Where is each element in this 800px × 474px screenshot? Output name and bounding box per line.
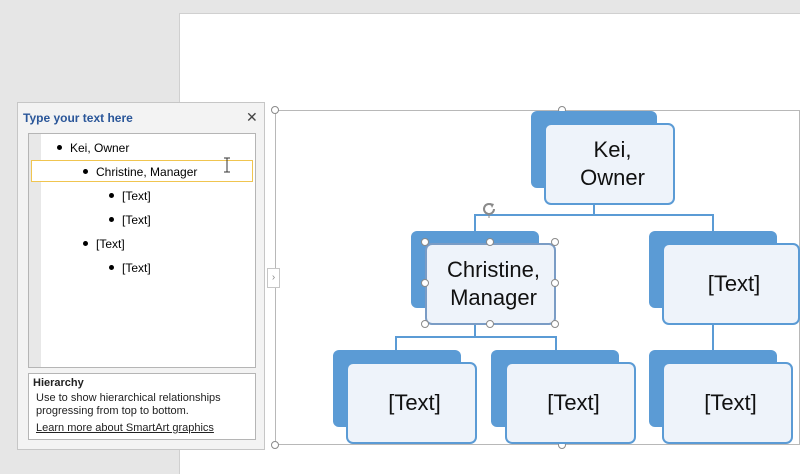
bullet-icon bbox=[83, 169, 88, 175]
mid-right-node[interactable]: [Text] bbox=[662, 243, 800, 325]
list-item[interactable]: [Text] bbox=[109, 258, 151, 278]
top-node[interactable]: Kei, Owner bbox=[544, 123, 675, 205]
layout-name: Hierarchy bbox=[33, 377, 84, 389]
connector-mid-right-vertical bbox=[712, 214, 714, 232]
text-pane-editor[interactable]: Kei, Owner Christine, Manager [Text] [Te… bbox=[28, 133, 256, 368]
shape-handle-br[interactable] bbox=[551, 320, 559, 328]
list-item-selected[interactable]: Christine, Manager bbox=[83, 162, 197, 182]
bullet-icon bbox=[57, 145, 62, 151]
connector-mid-horizontal bbox=[474, 214, 714, 216]
rotate-handle-icon[interactable] bbox=[480, 200, 498, 218]
bottom-node-3[interactable]: [Text] bbox=[662, 362, 793, 444]
chevron-right-icon[interactable]: › bbox=[267, 268, 280, 288]
connector-bottom-1-vertical bbox=[395, 336, 397, 350]
connector-bottom-horizontal bbox=[395, 336, 557, 338]
bottom-node-1[interactable]: [Text] bbox=[346, 362, 477, 444]
mid-left-node[interactable]: Christine, Manager bbox=[425, 243, 556, 325]
frame-handle-top-left[interactable] bbox=[271, 106, 279, 114]
shape-handle-tc[interactable] bbox=[486, 238, 494, 246]
shape-handle-tl[interactable] bbox=[421, 238, 429, 246]
editor-gutter bbox=[29, 134, 41, 367]
shape-handle-bc[interactable] bbox=[486, 320, 494, 328]
text-cursor-icon bbox=[223, 157, 231, 176]
list-item[interactable]: [Text] bbox=[83, 234, 125, 254]
frame-handle-bottom-left[interactable] bbox=[271, 441, 279, 449]
pane-title: Type your text here bbox=[23, 111, 133, 125]
list-item[interactable]: [Text] bbox=[109, 210, 151, 230]
layout-description: Use to show hierarchical relationships p… bbox=[36, 392, 221, 417]
selected-line-highlight bbox=[31, 160, 253, 182]
connector-top-vertical bbox=[593, 204, 595, 216]
shape-handle-mr[interactable] bbox=[551, 279, 559, 287]
connector-mid-left-vertical bbox=[474, 214, 476, 232]
connector-left-down bbox=[474, 324, 476, 338]
layout-info-box: Hierarchy Use to show hierarchical relat… bbox=[28, 373, 256, 440]
bullet-icon bbox=[83, 241, 88, 247]
bullet-icon bbox=[109, 265, 114, 271]
shape-handle-ml[interactable] bbox=[421, 279, 429, 287]
bottom-node-2[interactable]: [Text] bbox=[505, 362, 636, 444]
connector-bottom-2-vertical bbox=[555, 336, 557, 350]
list-item[interactable]: [Text] bbox=[109, 186, 151, 206]
close-icon[interactable]: ✕ bbox=[246, 109, 258, 125]
smartart-text-pane: Type your text here ✕ Kei, Owner Christi… bbox=[17, 102, 265, 450]
bullet-icon bbox=[109, 217, 114, 223]
shape-handle-bl[interactable] bbox=[421, 320, 429, 328]
connector-right-down bbox=[712, 324, 714, 350]
list-item[interactable]: Kei, Owner bbox=[57, 138, 129, 158]
shape-handle-tr[interactable] bbox=[551, 238, 559, 246]
bullet-icon bbox=[109, 193, 114, 199]
learn-more-link[interactable]: Learn more about SmartArt graphics bbox=[36, 422, 214, 434]
